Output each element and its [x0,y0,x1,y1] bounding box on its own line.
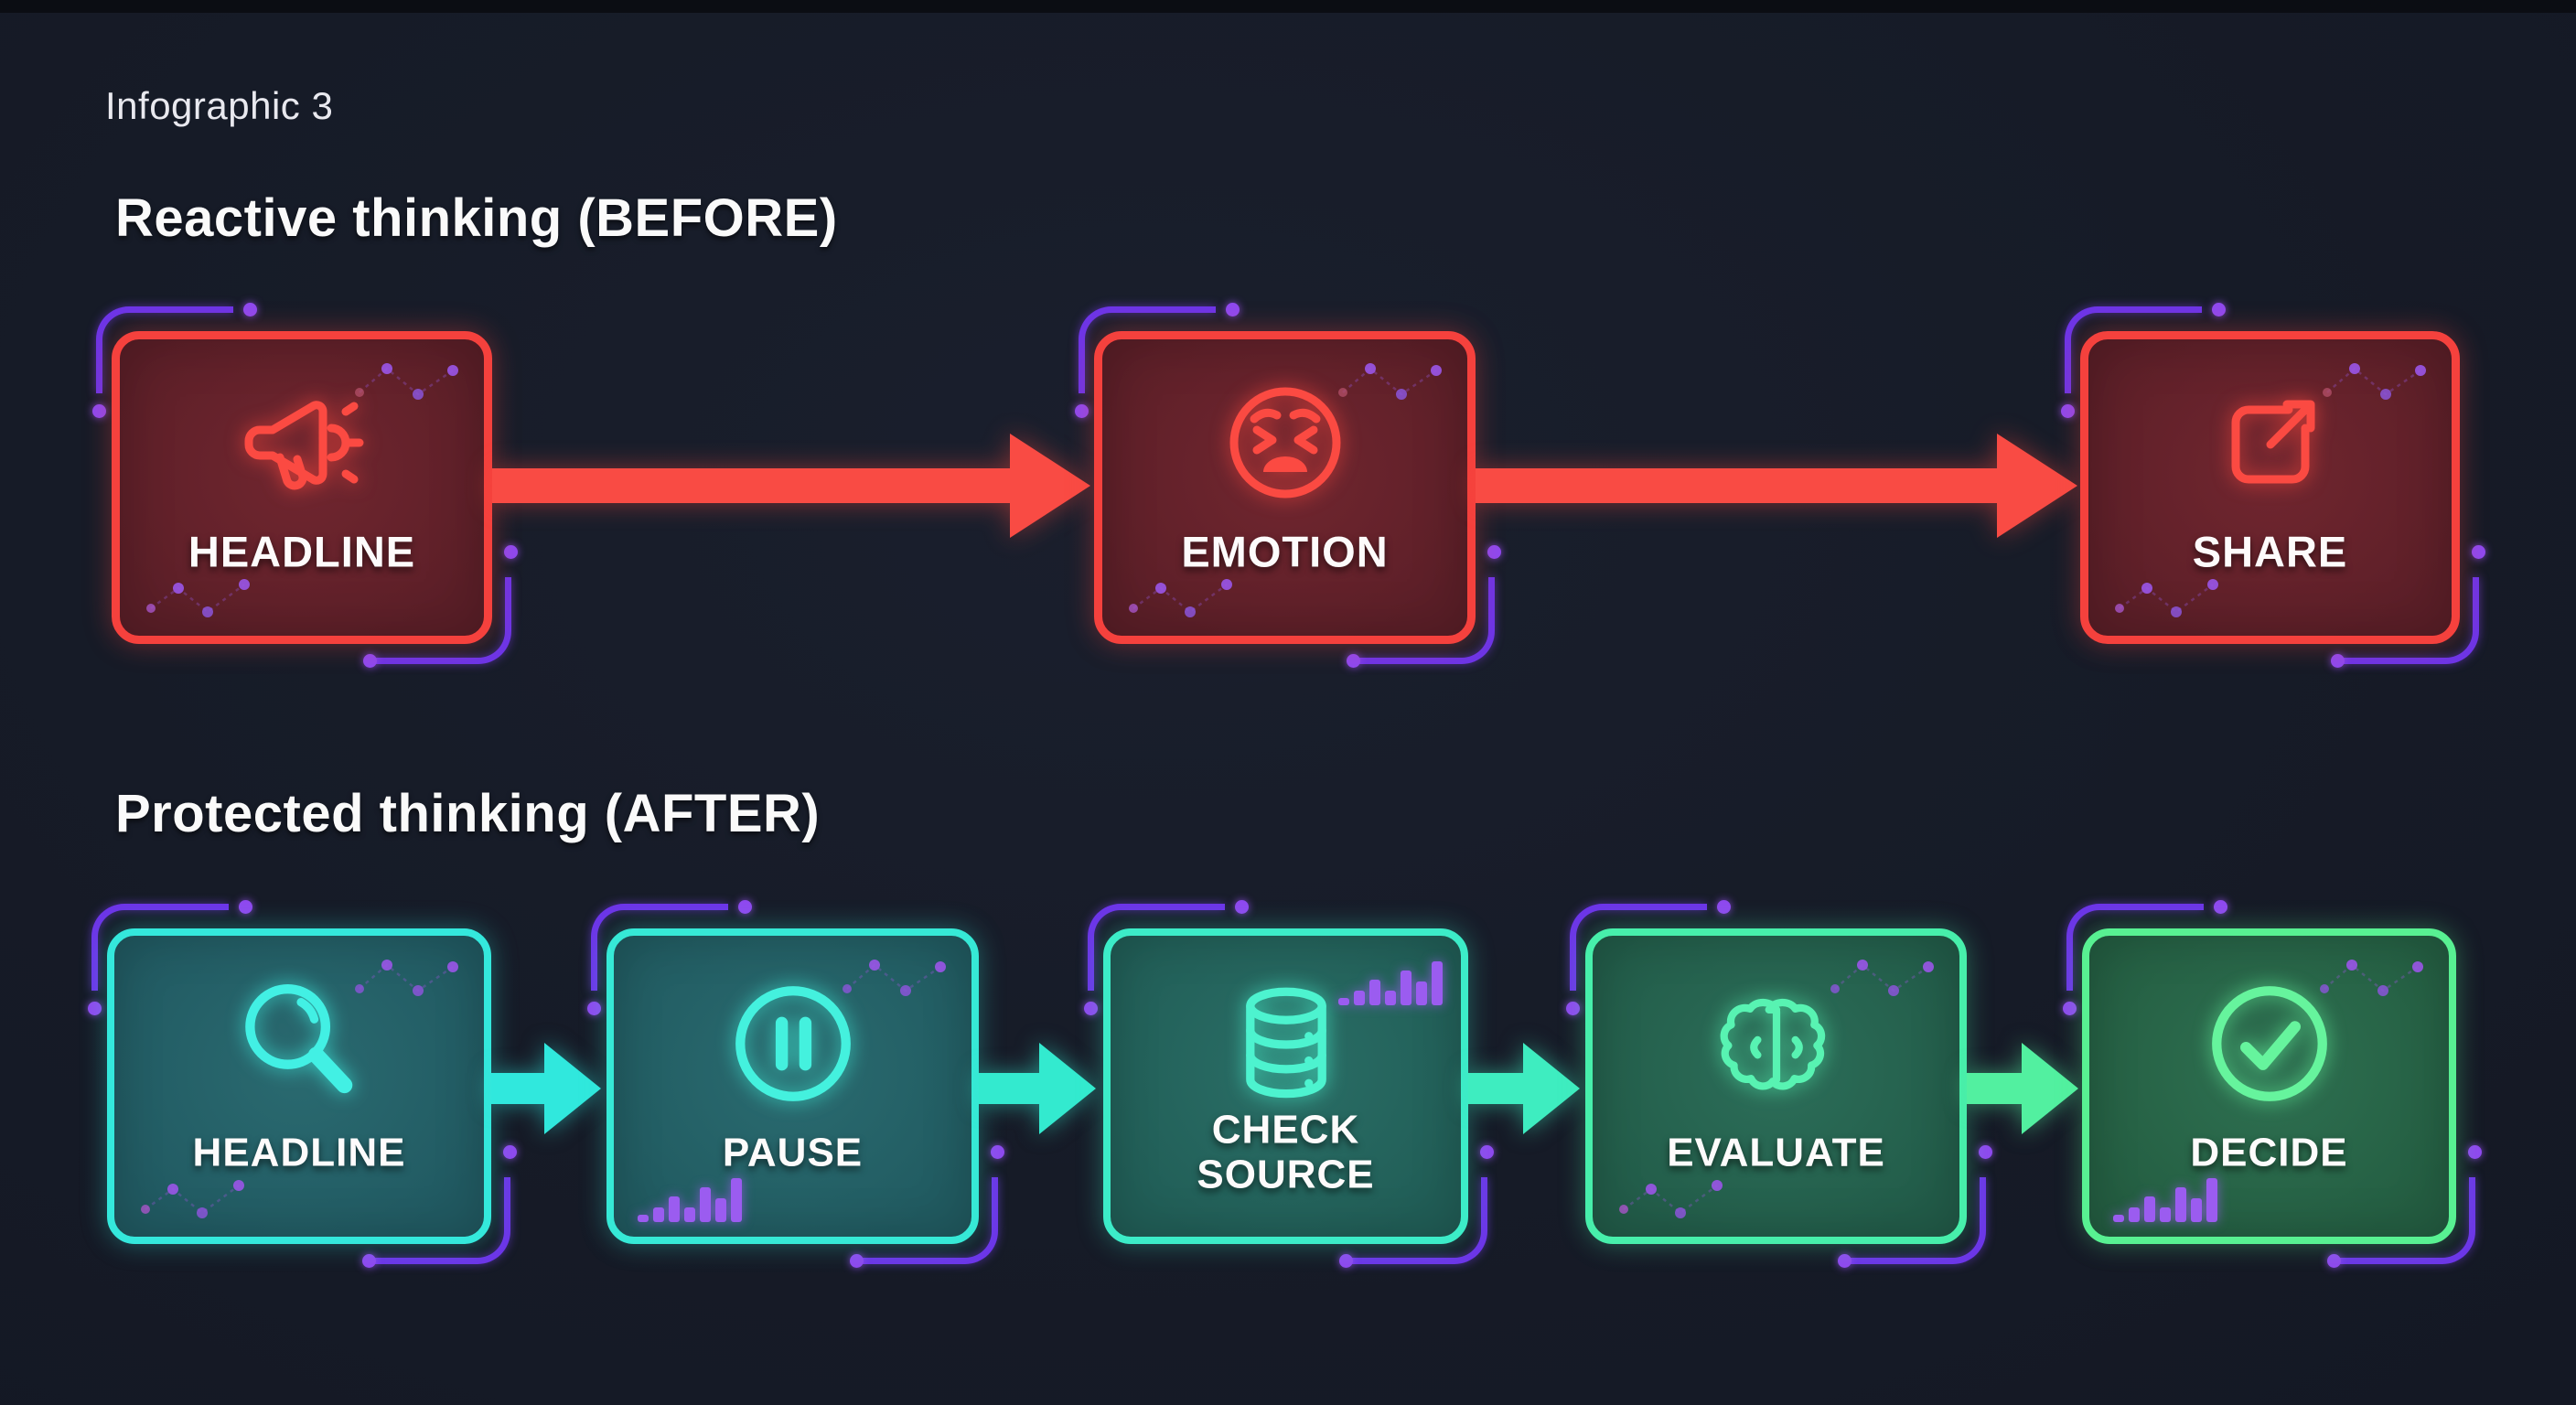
corner-bracket-decoration [2066,904,2204,991]
bracket-dot [2063,1002,2077,1015]
brain-icon [1720,999,1825,1090]
mini-bar-chart-decoration [1338,961,1443,1005]
magnifier-icon [245,984,353,1094]
bracket-dot [2331,654,2345,668]
bracket-dot [738,900,752,914]
section-heading-after: Protected thinking (AFTER) [115,784,821,843]
constellation-decoration [355,363,458,400]
corner-bracket-decoration [374,577,511,664]
corner-bracket-decoration [1570,904,1707,991]
bracket-dot [243,303,257,316]
database-icon [1245,988,1326,1099]
bracket-dot [504,545,518,559]
constellation-decoration [2320,960,2423,996]
bracket-dot [1084,1002,1098,1015]
step-label: CHECK SOURCE [1197,1107,1375,1197]
constellation-decoration [355,960,458,996]
external-link-icon [2231,400,2314,484]
corner-bracket-decoration [373,1177,510,1264]
corner-bracket-decoration [1088,904,1225,991]
flow-arrow [1476,434,2077,538]
bracket-dot [239,900,252,914]
bracket-dot [503,1145,517,1159]
bracket-dot [1566,1002,1580,1015]
step-label: SHARE [2192,527,2348,576]
step-label: EMOTION [1181,527,1389,576]
flow-arrow [1967,1043,2078,1134]
bracket-dot [991,1145,1004,1159]
bracket-dot [1838,1254,1852,1268]
page-title: Infographic 3 [105,84,334,127]
corner-bracket-decoration [861,1177,998,1264]
bracket-dot [1487,545,1501,559]
step-box-headline-after: HEADLINE [107,928,491,1244]
bracket-dot [1339,1254,1353,1268]
bracket-dot [2468,1145,2482,1159]
step-box-emotion: EMOTION [1094,331,1476,644]
bracket-dot [1235,900,1249,914]
mini-bar-chart-decoration [638,1178,742,1222]
corner-bracket-decoration [2342,577,2479,664]
constellation-decoration [1830,960,1934,996]
corner-bracket-decoration [591,904,728,991]
bracket-dot [92,404,106,418]
constellation-decoration [843,960,946,996]
step-box-evaluate: EVALUATE [1585,928,1967,1244]
bracket-dot [2327,1254,2341,1268]
mini-bar-chart-decoration [2113,1178,2217,1222]
step-box-headline-before: HEADLINE [112,331,492,644]
corner-bracket-decoration [1350,1177,1487,1264]
corner-bracket-decoration [1849,1177,1986,1264]
bracket-dot [1717,900,1731,914]
bracket-dot [850,1254,864,1268]
bracket-dot [1075,404,1089,418]
constellation-decoration [146,579,250,617]
bracket-dot [362,1254,376,1268]
constellation-decoration [141,1180,244,1218]
constellation-decoration [1129,579,1232,617]
bracket-dot [1226,303,1240,316]
constellation-decoration [2115,579,2218,617]
bracket-dot [2061,404,2075,418]
corner-bracket-decoration [1358,577,1495,664]
constellation-decoration [2323,363,2426,400]
step-box-share: SHARE [2080,331,2460,644]
top-border-strip [0,0,2576,13]
flow-arrow [491,1043,601,1134]
step-box-decide: DECIDE [2082,928,2456,1244]
corner-bracket-decoration [91,904,229,991]
distressed-face-icon [1229,387,1340,499]
step-label: HEADLINE [188,527,416,576]
bracket-dot [2214,900,2227,914]
corner-bracket-decoration [2338,1177,2475,1264]
bracket-dot [88,1002,102,1015]
check-circle-icon [2211,986,2327,1102]
bracket-dot [1480,1145,1494,1159]
step-label: PAUSE [722,1130,864,1175]
pause-circle-icon [735,986,851,1102]
step-label: DECIDE [2190,1130,2348,1175]
bracket-dot [587,1002,601,1015]
flow-arrow [979,1043,1096,1134]
corner-bracket-decoration [96,306,233,393]
step-box-check-source: CHECK SOURCE [1103,928,1468,1244]
bracket-dot [2212,303,2226,316]
bracket-dot [2472,545,2485,559]
step-box-pause: PAUSE [606,928,979,1244]
bracket-dot [1979,1145,1992,1159]
bracket-dot [1347,654,1360,668]
flow-arrow [1468,1043,1580,1134]
bracket-dot [363,654,377,668]
corner-bracket-decoration [2065,306,2202,393]
megaphone-icon [244,401,364,490]
flow-arrow [492,434,1090,538]
step-label: EVALUATE [1667,1130,1885,1175]
constellation-decoration [1619,1180,1723,1218]
section-heading-before: Reactive thinking (BEFORE) [115,188,838,248]
constellation-decoration [1338,363,1442,400]
step-label: HEADLINE [192,1130,406,1175]
corner-bracket-decoration [1079,306,1216,393]
